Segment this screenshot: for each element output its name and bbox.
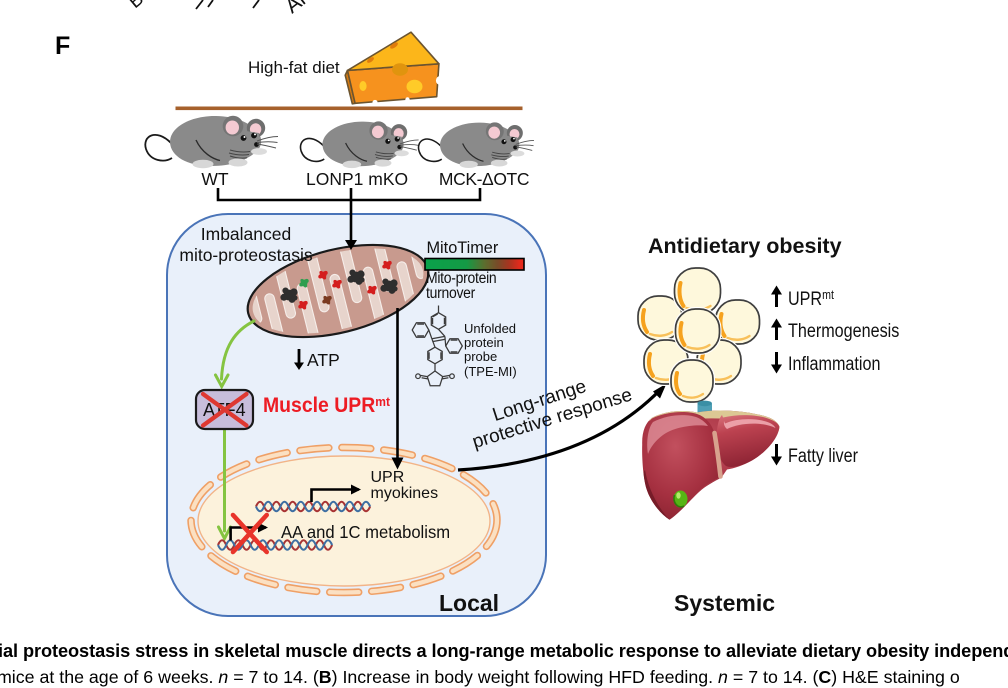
svg-text:Bod: Bod (125, 0, 164, 13)
svg-text:Antid: Antid (281, 0, 333, 18)
